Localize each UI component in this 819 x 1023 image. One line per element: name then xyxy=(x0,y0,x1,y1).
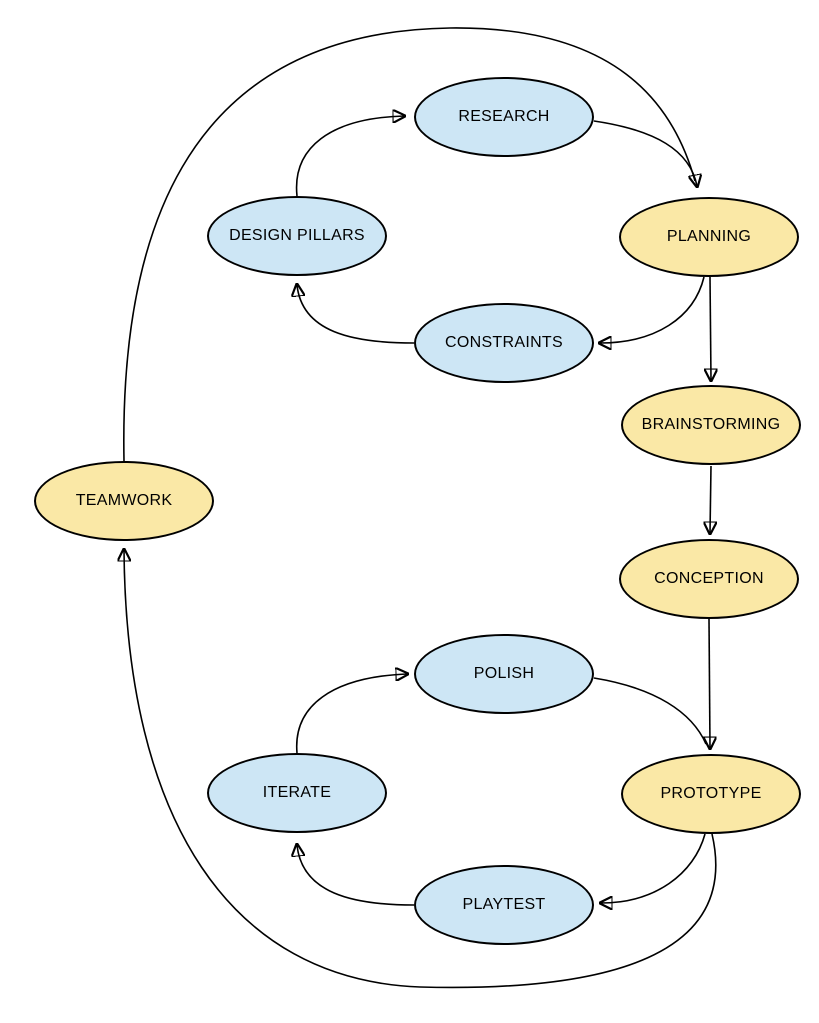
node-polish: POLISH xyxy=(414,634,594,714)
node-conception: CONCEPTION xyxy=(619,539,799,619)
edge-planning-to-constraints xyxy=(600,276,705,343)
node-playtest-label: PLAYTEST xyxy=(462,896,546,913)
node-polish-label: POLISH xyxy=(473,665,535,682)
edge-brainstorming-to-conception xyxy=(710,465,711,533)
node-constraints-label: CONSTRAINTS xyxy=(445,334,563,351)
edge-conception-to-prototype xyxy=(709,618,710,748)
node-teamwork-label: TEAMWORK xyxy=(75,492,173,509)
node-research-label: RESEARCH xyxy=(458,108,550,125)
node-iterate-label: ITERATE xyxy=(262,784,332,801)
node-brainstorming-label: BRAINSTORMING xyxy=(641,416,781,433)
edge-constraints-to-design-pillars xyxy=(297,285,415,344)
node-research: RESEARCH xyxy=(414,77,594,157)
node-iterate: ITERATE xyxy=(207,753,387,833)
node-prototype-label: PROTOTYPE xyxy=(660,785,762,802)
edge-prototype-to-teamwork-arc xyxy=(124,550,717,989)
edge-design-pillars-to-research xyxy=(295,116,404,197)
edge-planning-to-brainstorming xyxy=(710,276,711,380)
node-playtest: PLAYTEST xyxy=(414,865,594,945)
node-design-pillars: DESIGN PILLARS xyxy=(207,196,387,276)
node-design-pillars-label: DESIGN PILLARS xyxy=(229,227,365,244)
edge-research-to-planning xyxy=(593,120,697,186)
node-teamwork: TEAMWORK xyxy=(34,461,214,541)
node-conception-label: CONCEPTION xyxy=(654,570,764,587)
edge-teamwork-to-planning-arc xyxy=(123,27,696,462)
node-constraints: CONSTRAINTS xyxy=(414,303,594,383)
node-brainstorming: BRAINSTORMING xyxy=(621,385,801,465)
edge-playtest-to-iterate xyxy=(297,845,415,906)
edge-polish-to-prototype xyxy=(593,677,707,745)
edge-iterate-to-polish xyxy=(295,674,407,754)
node-planning: PLANNING xyxy=(619,197,799,277)
edge-prototype-to-playtest xyxy=(601,833,706,903)
node-prototype: PROTOTYPE xyxy=(621,754,801,834)
node-planning-label: PLANNING xyxy=(666,228,752,245)
